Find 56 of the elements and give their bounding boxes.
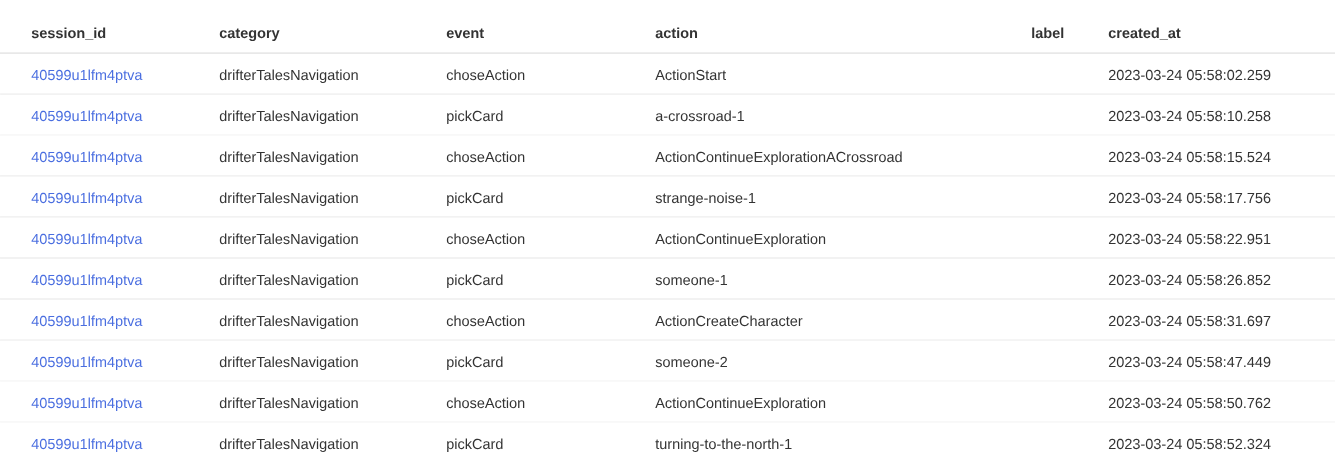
table-entry: pickCard [447,438,503,452]
table-entry: pickCard [447,192,503,206]
table-entry: 2023-03-24 05:58:47.449 [1108,356,1271,368]
table-entry: 2023-03-24 05:58:50.762 [1108,397,1271,409]
column-header: session_id [31,27,106,40]
column-header: created_at [1108,27,1181,40]
table-entry: choseAction [446,315,525,327]
table-entry: drifterTalesNavigation [219,151,358,165]
table-entry: 2023-03-24 05:58:10.258 [1108,110,1271,122]
table-entry: pickCard [447,274,503,288]
table-entry: pickCard [447,110,503,124]
session-link: 40599u1lfm4ptva [31,438,143,452]
table-entry: choseAction [446,233,525,245]
table-entry: drifterTalesNavigation [219,69,358,83]
table-entry: ActionContinueExplorationACrossroad [655,151,902,165]
session-link: 40599u1lfm4ptva [31,69,143,83]
table-entry: 2023-03-24 05:58:52.324 [1108,438,1271,450]
table-entry: drifterTalesNavigation [219,315,358,329]
table-entry: pickCard [447,356,503,370]
table-entry: drifterTalesNavigation [219,438,358,452]
table-entry: a-crossroad-1 [655,110,744,122]
table-entry: drifterTalesNavigation [219,397,358,411]
table-entry: 2023-03-24 05:58:02.259 [1108,69,1271,81]
session-link: 40599u1lfm4ptva [31,110,143,124]
table-entry: someone-2 [655,356,727,368]
table-entry: 2023-03-24 05:58:15.524 [1108,151,1271,163]
table-entry: turning-to-the-north-1 [655,438,792,452]
table-entry: strange-noise-1 [655,192,756,206]
table-entry: ActionStart [655,69,726,81]
session-link: 40599u1lfm4ptva [31,274,143,288]
table-entry: drifterTalesNavigation [219,233,358,247]
table-entry: 2023-03-24 05:58:31.697 [1108,315,1271,327]
table-entry: drifterTalesNavigation [219,110,358,124]
session-link: 40599u1lfm4ptva [31,151,143,165]
table-entry: ActionContinueExploration [655,233,826,247]
table-entry: someone-1 [655,275,728,286]
table-entry: ActionContinueExploration [655,397,826,411]
table-entry: drifterTalesNavigation [219,192,358,206]
table-entry: 2023-03-24 05:58:26.852 [1108,274,1271,286]
table-entry: 2023-03-24 05:58:22.951 [1108,233,1271,245]
column-header: category [219,28,280,42]
table-entry: choseAction [446,69,525,81]
table-entry: ActionCreateCharacter [655,315,803,327]
column-header: action [655,27,697,39]
table-entry: drifterTalesNavigation [219,356,358,370]
table-entry: drifterTalesNavigation [219,274,358,288]
column-header: label [1032,27,1064,39]
session-link: 40599u1lfm4ptva [31,356,143,370]
session-link: 40599u1lfm4ptva [31,192,143,206]
table-entry: choseAction [446,397,525,409]
session-link: 40599u1lfm4ptva [31,315,143,329]
table-entry: choseAction [446,151,525,163]
session-link: 40599u1lfm4ptva [31,397,143,411]
session-link: 40599u1lfm4ptva [31,233,143,247]
table-entry: 2023-03-24 05:58:17.756 [1108,192,1271,204]
column-header: event [446,28,484,39]
